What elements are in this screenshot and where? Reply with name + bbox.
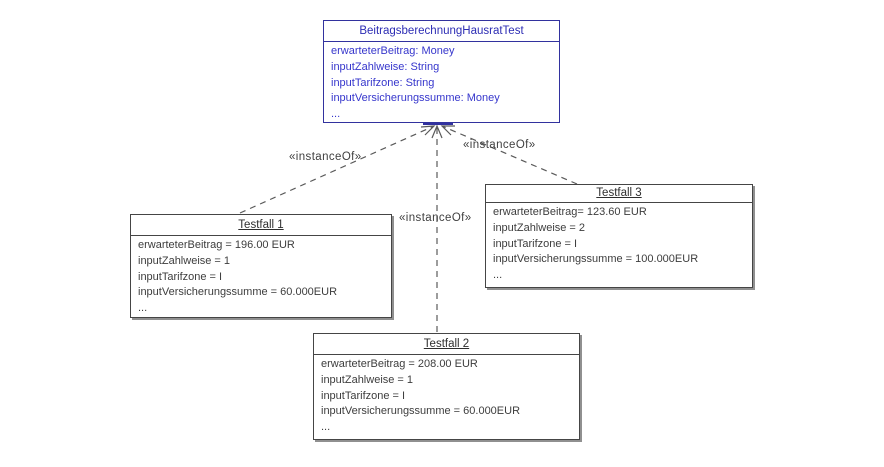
- object-slot-compartment: erwarteterBeitrag = 208.00 EUR inputZahl…: [314, 355, 579, 436]
- object-box-testfall-3: Testfall 3 erwarteterBeitrag= 123.60 EUR…: [485, 184, 753, 288]
- class-attribute: inputVersicherungssumme: Money: [331, 92, 500, 105]
- object-slot: inputTarifzone = I: [493, 237, 578, 250]
- object-slot: inputTarifzone = I: [138, 270, 223, 283]
- instanceof-edge-testfall3: [440, 125, 578, 185]
- class-attribute-ellipsis: ...: [331, 108, 341, 121]
- class-box-beitragsberechnunghausrattest: BeitragsberechnungHausratTest erwarteter…: [323, 20, 560, 123]
- object-slot-ellipsis: ...: [321, 421, 331, 434]
- instanceof-edge-testfall2: [431, 124, 443, 332]
- object-slot: erwarteterBeitrag= 123.60 EUR: [493, 206, 647, 218]
- object-name: Testfall 3: [486, 185, 752, 203]
- arrow-convergence-mark: [423, 121, 453, 125]
- object-box-testfall-2: Testfall 2 erwarteterBeitrag = 208.00 EU…: [313, 333, 580, 440]
- stereotype-label-instanceof-middle: «instanceOf»: [399, 212, 472, 224]
- object-slot: inputTarifzone = I: [321, 389, 406, 402]
- object-slot: inputZahlweise = 2: [493, 221, 586, 234]
- object-slot-ellipsis: ...: [493, 269, 503, 282]
- stereotype-label-instanceof-right: «instanceOf»: [463, 139, 536, 151]
- class-attribute: inputTarifzone: String: [331, 76, 435, 89]
- object-slot-ellipsis: ...: [138, 302, 148, 315]
- class-name: BeitragsberechnungHausratTest: [324, 21, 559, 42]
- object-slot: erwarteterBeitrag = 208.00 EUR: [321, 358, 478, 370]
- instanceof-edge-testfall1: [239, 125, 436, 214]
- object-box-testfall-1: Testfall 1 erwarteterBeitrag = 196.00 EU…: [130, 214, 392, 318]
- object-name: Testfall 2: [314, 334, 579, 355]
- class-attribute: erwarteterBeitrag: Money: [331, 45, 455, 57]
- class-attribute: inputZahlweise: String: [331, 60, 440, 73]
- object-slot-compartment: erwarteterBeitrag= 123.60 EUR inputZahlw…: [486, 203, 752, 284]
- object-slot: inputZahlweise = 1: [138, 254, 231, 267]
- object-slot: inputZahlweise = 1: [321, 373, 414, 386]
- object-slot: erwarteterBeitrag = 196.00 EUR: [138, 239, 295, 251]
- object-name: Testfall 1: [131, 215, 391, 236]
- object-slot: inputVersicherungssumme = 100.000EUR: [493, 253, 699, 266]
- object-slot: inputVersicherungssumme = 60.000EUR: [321, 405, 521, 418]
- object-slot-compartment: erwarteterBeitrag = 196.00 EUR inputZahl…: [131, 236, 391, 317]
- object-slot: inputVersicherungssumme = 60.000EUR: [138, 286, 338, 299]
- stereotype-label-instanceof-left: «instanceOf»: [289, 151, 362, 163]
- class-attribute-compartment: erwarteterBeitrag: Money inputZahlweise:…: [324, 42, 559, 123]
